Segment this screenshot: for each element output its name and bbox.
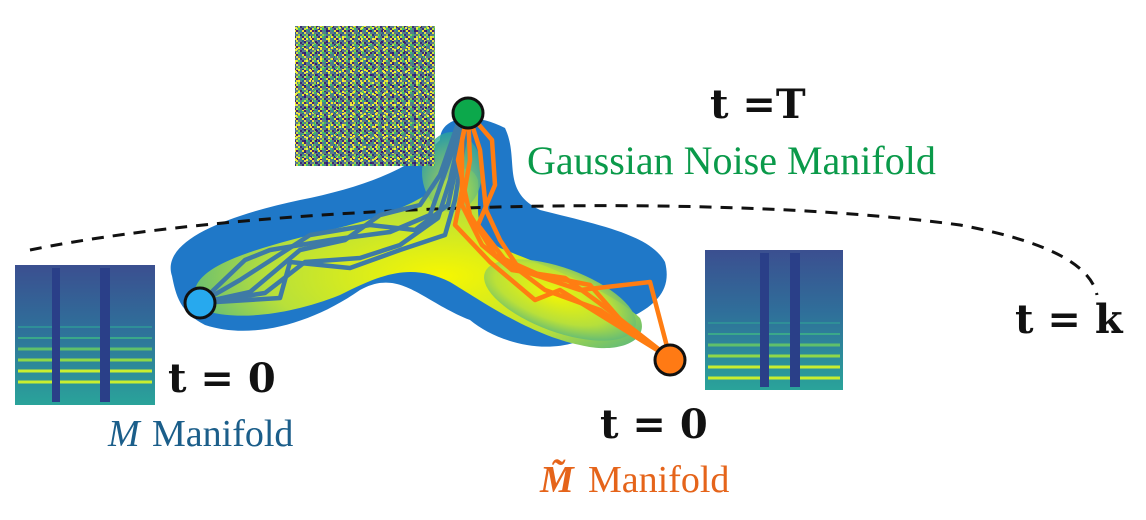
t-k-label: t = k (1015, 296, 1124, 343)
mtilde-symbol: M̃ (539, 459, 575, 501)
noise-node (451, 96, 485, 130)
t-T-label: t =T (710, 81, 806, 128)
mtilde-manifold-node (653, 343, 687, 377)
mtilde-manifold-label: Manifold (588, 459, 729, 501)
manifold-blob-glow-right (484, 259, 636, 341)
dashed-arc-t-k (29, 204, 1099, 296)
t-0-right-label: t = 0 (600, 401, 708, 448)
gaussian-noise-manifold-label: Gaussian Noise Manifold (527, 138, 936, 183)
t-0-left-label: t = 0 (168, 355, 276, 402)
spectrogram-icon (705, 250, 843, 390)
m-manifold-label: Manifold (152, 413, 293, 455)
orange-paths (452, 110, 673, 360)
m-symbol: M (107, 413, 142, 455)
m-manifold-node (183, 286, 217, 320)
spectrogram-icon (15, 265, 155, 405)
noise-image-icon (295, 26, 435, 166)
